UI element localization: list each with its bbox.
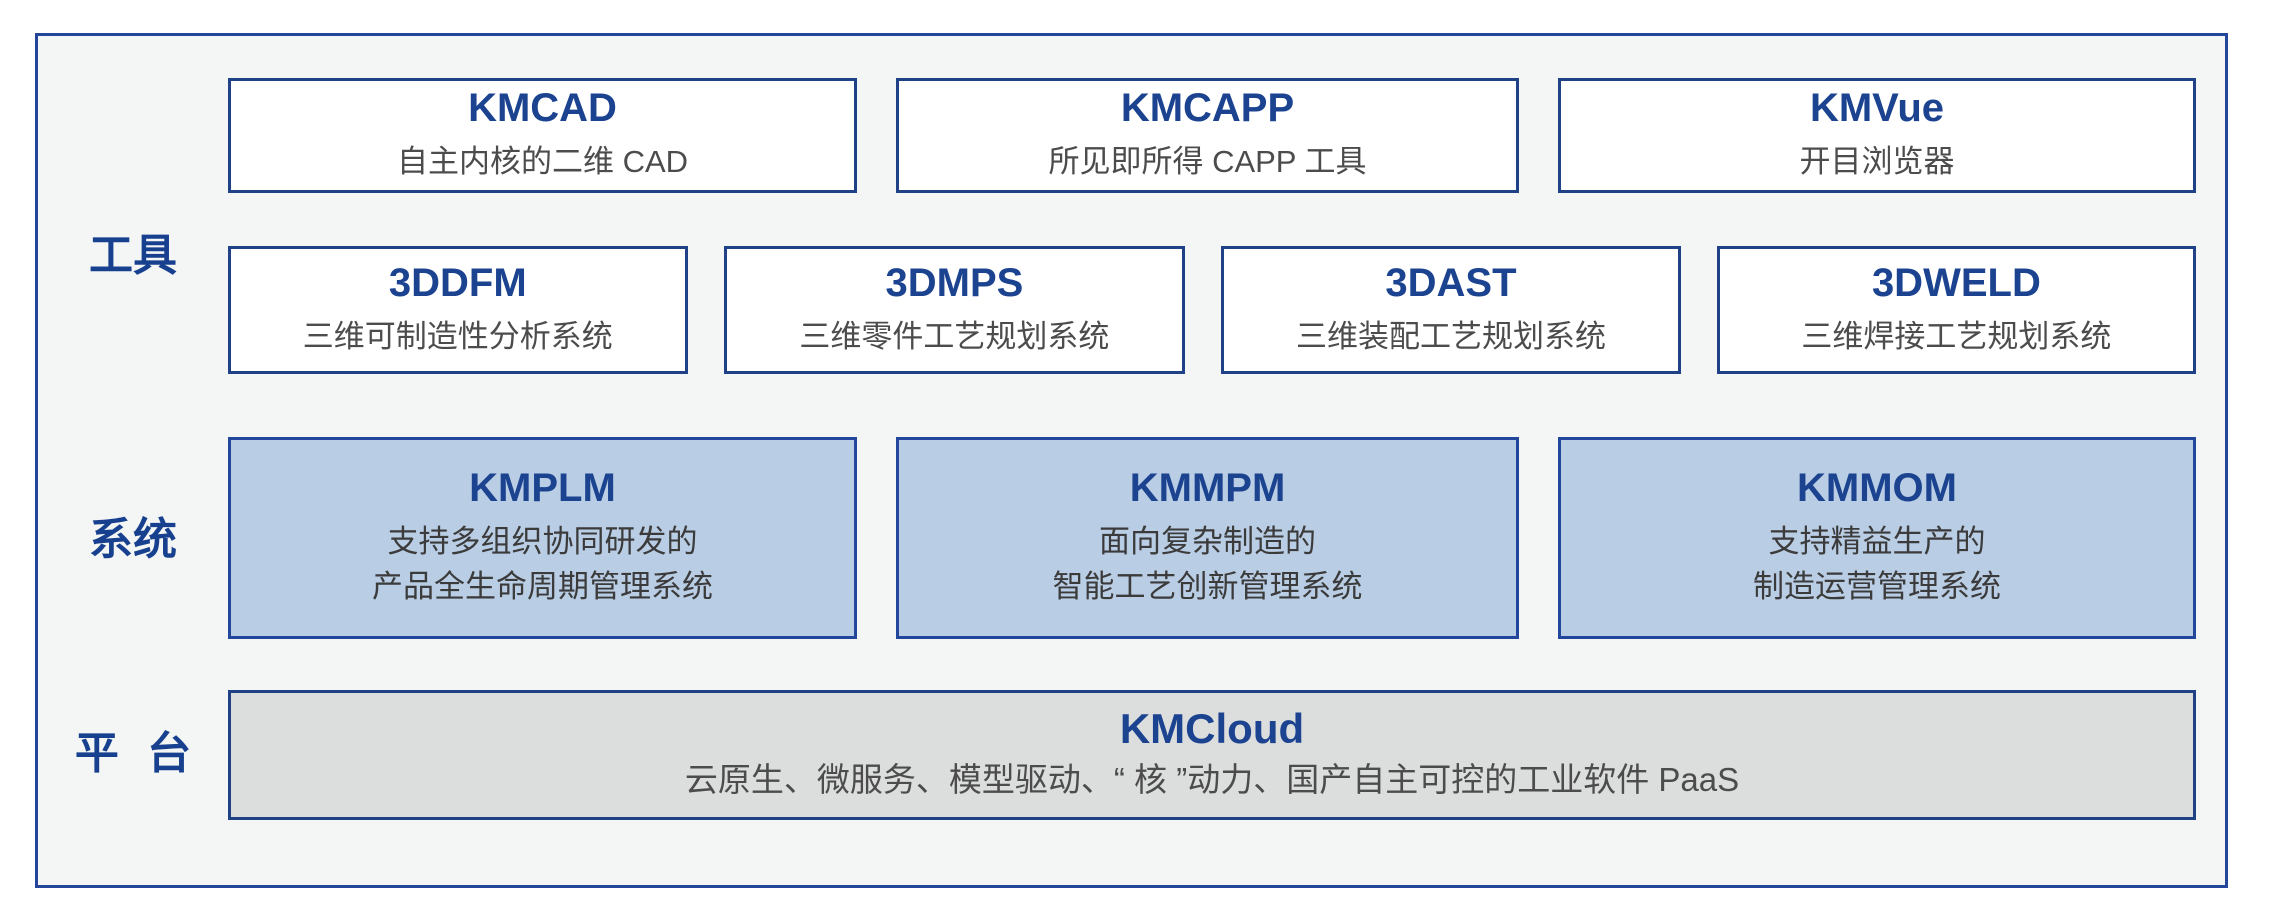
- tool-card-3dmps[interactable]: 3DMPS 三维零件工艺规划系统: [723, 246, 1186, 374]
- tool-card-title: 3DMPS: [885, 260, 1024, 305]
- tool-card-desc: 自主内核的二维 CAD: [396, 144, 689, 180]
- tool-card-desc: 开目浏览器: [1799, 144, 1955, 180]
- tool-card-3dast[interactable]: 3DAST 三维装配工艺规划系统: [1221, 246, 1681, 374]
- platform-card-desc: 云原生、微服务、模型驱动、“ 核 ”动力、国产自主可控的工业软件 PaaS: [684, 761, 1740, 799]
- system-card-desc-line1: 支持精益生产的: [1768, 524, 1986, 560]
- tool-card-desc: 三维焊接工艺规划系统: [1801, 318, 2112, 354]
- tool-card-title: KMCAD: [468, 86, 617, 131]
- platform-row: KMCloud 云原生、微服务、模型驱动、“ 核 ”动力、国产自主可控的工业软件…: [228, 690, 2196, 820]
- system-card-title: KMMPM: [1129, 466, 1286, 511]
- platform-card-kmcloud[interactable]: KMCloud 云原生、微服务、模型驱动、“ 核 ”动力、国产自主可控的工业软件…: [228, 690, 2196, 820]
- tool-card-title: 3DAST: [1385, 260, 1517, 305]
- tool-card-kmcapp[interactable]: KMCAPP 所见即所得 CAPP 工具: [896, 78, 1519, 193]
- tool-card-desc: 三维可制造性分析系统: [302, 318, 613, 354]
- tool-card-desc: 三维装配工艺规划系统: [1295, 318, 1606, 354]
- system-card-desc-line1: 支持多组织协同研发的: [387, 524, 698, 560]
- system-card-kmmpm[interactable]: KMMPM 面向复杂制造的 智能工艺创新管理系统: [896, 437, 1519, 639]
- tier-label-tools: 工具: [89, 231, 177, 280]
- tool-card-3dweld[interactable]: 3DWELD 三维焊接工艺规划系统: [1716, 246, 2196, 374]
- systems-row: KMPLM 支持多组织协同研发的 产品全生命周期管理系统 KMMPM 面向复杂制…: [228, 437, 2196, 639]
- system-card-desc-line2: 产品全生命周期管理系统: [372, 569, 713, 604]
- tool-card-kmcad[interactable]: KMCAD 自主内核的二维 CAD: [228, 78, 857, 193]
- tool-card-kmvue[interactable]: KMVue 开目浏览器: [1558, 78, 2196, 193]
- tier-label-systems: 系统: [89, 515, 177, 564]
- tool-card-title: 3DDFM: [388, 260, 527, 305]
- architecture-diagram-frame: 工具 系统 平 台 KMCAD 自主内核的二维 CAD KMCAPP 所见即所得…: [35, 33, 2228, 888]
- tools-row-secondary: 3DDFM 三维可制造性分析系统 3DMPS 三维零件工艺规划系统 3DAST …: [228, 246, 2196, 374]
- system-card-desc-line2: 智能工艺创新管理系统: [1052, 569, 1363, 604]
- system-card-kmplm[interactable]: KMPLM 支持多组织协同研发的 产品全生命周期管理系统: [228, 437, 857, 639]
- system-card-kmmom[interactable]: KMMOM 支持精益生产的 制造运营管理系统: [1558, 437, 2196, 639]
- tool-card-desc: 三维零件工艺规划系统: [799, 318, 1110, 354]
- platform-card-title: KMCloud: [1119, 704, 1305, 752]
- tool-card-3ddfm[interactable]: 3DDFM 三维可制造性分析系统: [228, 246, 688, 374]
- system-card-desc-line2: 制造运营管理系统: [1753, 569, 2001, 604]
- tool-card-title: KMCAPP: [1120, 86, 1295, 131]
- tool-card-title: 3DWELD: [1871, 260, 2041, 305]
- system-card-title: KMPLM: [469, 466, 616, 511]
- tools-row-primary: KMCAD 自主内核的二维 CAD KMCAPP 所见即所得 CAPP 工具 K…: [228, 78, 2196, 193]
- system-card-desc-line1: 面向复杂制造的: [1099, 524, 1316, 560]
- tool-card-title: KMVue: [1809, 86, 1945, 131]
- tool-card-desc: 所见即所得 CAPP 工具: [1048, 144, 1367, 180]
- tier-label-platform: 平 台: [74, 729, 200, 778]
- system-card-title: KMMOM: [1797, 466, 1957, 511]
